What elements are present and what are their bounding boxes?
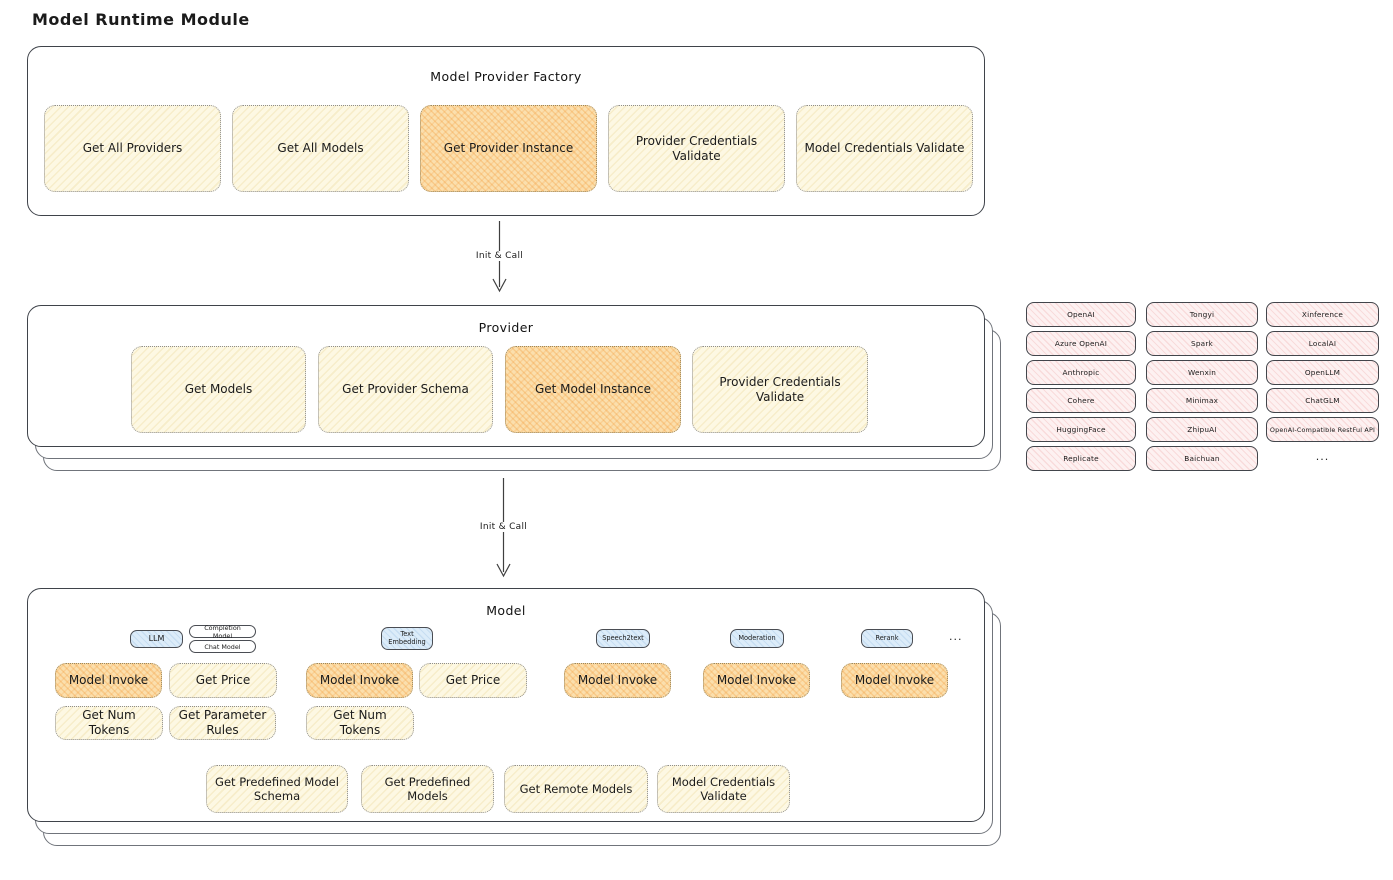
arrow-label-init-call-2: Init & Call — [466, 522, 541, 532]
node-model-invoke-moderation: Model Invoke — [703, 663, 810, 698]
chip-spark: Spark — [1146, 331, 1258, 356]
chip-zhipuai: ZhipuAI — [1146, 417, 1258, 442]
node-get-remote-models: Get Remote Models — [504, 765, 648, 813]
chip-cohere: Cohere — [1026, 388, 1136, 413]
tab-speech2text: Speech2text — [596, 629, 650, 648]
tab-moderation: Moderation — [730, 629, 784, 648]
chip-replicate: Replicate — [1026, 446, 1136, 471]
provider-title: Provider — [478, 320, 534, 335]
chip-anthropic: Anthropic — [1026, 360, 1136, 385]
node-get-provider-instance: Get Provider Instance — [420, 105, 597, 192]
chip-xinference: Xinference — [1266, 302, 1379, 327]
chip-huggingface: HuggingFace — [1026, 417, 1136, 442]
node-provider-credentials-validate-factory: Provider Credentials Validate — [608, 105, 785, 192]
chip-baichuan: Baichuan — [1146, 446, 1258, 471]
node-provider-credentials-validate-provider: Provider Credentials Validate — [692, 346, 868, 433]
chip-tongyi: Tongyi — [1146, 302, 1258, 327]
chip-azure-openai: Azure OpenAI — [1026, 331, 1136, 356]
node-get-all-models: Get All Models — [232, 105, 409, 192]
node-model-invoke-llm: Model Invoke — [55, 663, 162, 698]
node-model-invoke-embedding: Model Invoke — [306, 663, 413, 698]
tab-rerank: Rerank — [861, 629, 913, 648]
tab-chat-model: Chat Model — [189, 640, 256, 653]
node-model-credentials-validate-model: Model Credentials Validate — [657, 765, 790, 813]
chip-openai: OpenAI — [1026, 302, 1136, 327]
page-title: Model Runtime Module — [32, 10, 250, 29]
node-model-credentials-validate-factory: Model Credentials Validate — [796, 105, 973, 192]
provider-list-ellipsis: ... — [1315, 450, 1330, 463]
factory-container: Model Provider Factory Get All Providers… — [27, 46, 985, 216]
node-get-all-providers: Get All Providers — [44, 105, 221, 192]
node-get-parameter-rules: Get Parameter Rules — [169, 706, 276, 740]
chip-openai-compatible-restful-api: OpenAI-Compatible RestFul API — [1266, 417, 1379, 442]
chip-openllm: OpenLLM — [1266, 360, 1379, 385]
arrow-label-init-call-1: Init & Call — [462, 251, 537, 261]
node-model-invoke-speech2text: Model Invoke — [564, 663, 671, 698]
chip-chatglm: ChatGLM — [1266, 388, 1379, 413]
model-container: Model LLM Completion Model Chat Model Te… — [27, 588, 985, 822]
provider-container: Provider Get Models Get Provider Schema … — [27, 305, 985, 447]
chip-localai: LocalAI — [1266, 331, 1379, 356]
tab-text-embedding: Text Embedding — [381, 627, 433, 650]
node-get-price-embedding: Get Price — [419, 663, 527, 698]
node-get-price-llm: Get Price — [169, 663, 277, 698]
tab-completion-model: Completion Model — [189, 624, 256, 640]
node-get-num-tokens-embedding: Get Num Tokens — [306, 706, 414, 740]
chip-minimax: Minimax — [1146, 388, 1258, 413]
node-get-predefined-model-schema: Get Predefined Model Schema — [206, 765, 348, 813]
node-get-predefined-models: Get Predefined Models — [361, 765, 494, 813]
node-get-num-tokens-llm: Get Num Tokens — [55, 706, 163, 740]
chip-wenxin: Wenxin — [1146, 360, 1258, 385]
model-title: Model — [486, 603, 526, 618]
factory-title: Model Provider Factory — [430, 69, 582, 84]
node-get-model-instance: Get Model Instance — [505, 346, 681, 433]
tab-llm: LLM — [130, 630, 183, 648]
model-types-ellipsis: ... — [949, 630, 963, 643]
node-model-invoke-rerank: Model Invoke — [841, 663, 948, 698]
node-get-models: Get Models — [131, 346, 306, 433]
node-get-provider-schema: Get Provider Schema — [318, 346, 493, 433]
